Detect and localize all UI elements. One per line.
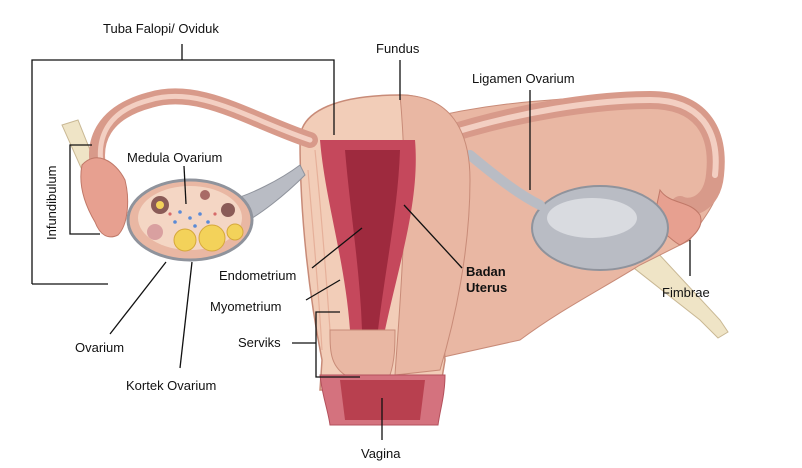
corpus-luteum [198, 224, 226, 252]
label-badan: Badan [466, 264, 506, 279]
label-tuba: Tuba Falopi/ Oviduk [103, 21, 219, 36]
left-fimbriae [80, 157, 129, 238]
label-fimbrae: Fimbrae [662, 285, 710, 300]
label-myometrium: Myometrium [210, 299, 282, 314]
label-vagina: Vagina [361, 446, 401, 461]
serviks-bracket [292, 311, 360, 378]
infundibulum-bracket [69, 144, 100, 235]
tuba-bracket [31, 44, 335, 285]
follicle [200, 190, 210, 200]
cervix [329, 329, 396, 376]
label-uterus: Uterus [466, 280, 508, 295]
leader-endometrium [311, 227, 363, 269]
label-serviks: Serviks [238, 335, 281, 350]
label-infundibulum: Infundibulum [44, 165, 59, 240]
label-endometrium: Endometrium [219, 268, 297, 283]
label-ligamen: Ligamen Ovarium [472, 71, 575, 86]
label-ovarium: Ovarium [75, 340, 125, 355]
leader-ovarium [109, 261, 167, 335]
follicle [221, 203, 235, 217]
leader-kortek [179, 261, 193, 369]
corpus-luteum [173, 228, 197, 252]
leader-medula [183, 165, 187, 205]
right-ovarian-ligament [465, 150, 545, 210]
leader-badan [403, 204, 463, 269]
uterine-cavity [345, 150, 400, 370]
label-kortek: Kortek Ovarium [126, 378, 217, 393]
label-fundus: Fundus [376, 41, 420, 56]
label-medula: Medula Ovarium [127, 150, 223, 165]
follicle [147, 224, 163, 240]
leader-myometrium [305, 279, 341, 301]
